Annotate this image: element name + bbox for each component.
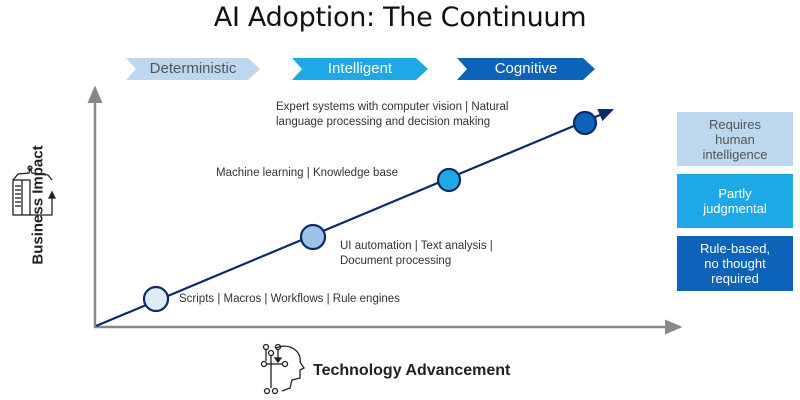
milestone-1-label: Scripts | Macros | Workflows | Rule engi… <box>179 293 400 305</box>
legend-requires-human-intelligence: Requires human intelligence <box>677 112 793 166</box>
brain-circuit-head-icon <box>260 343 305 395</box>
x-axis-label: Technology Advancement <box>313 362 511 379</box>
stage-cognitive: Cognitive <box>457 58 595 80</box>
legend-line: human <box>715 131 755 147</box>
legend-line: Requires <box>708 116 761 132</box>
chevron-shape-icon <box>292 58 428 80</box>
legend-line: intelligence <box>702 146 768 162</box>
milestone-4-marker <box>572 110 598 136</box>
chevron-shape-icon <box>126 58 260 80</box>
milestone-4-label-line1: Expert systems with computer vision | Na… <box>276 101 509 113</box>
legend-partly-judgmental: Partly judgmental <box>677 174 793 228</box>
stage-label: Intelligent <box>327 60 393 77</box>
diagram-title: AI Adoption: The Continuum <box>213 2 587 33</box>
milestone-2-label: UI automation | Text analysis | Document… <box>340 239 493 269</box>
building-growth-icon <box>12 165 57 216</box>
stage-deterministic: Deterministic <box>126 58 260 80</box>
stage-label: Cognitive <box>494 60 558 77</box>
milestone-3-label: Machine learning | Knowledge base <box>216 167 398 179</box>
milestone-2-label-line1: UI automation | Text analysis | <box>340 240 493 252</box>
milestone-1-marker <box>142 285 170 313</box>
chevron-shape-icon <box>457 58 595 80</box>
milestone-2-label-line2: Document processing <box>340 255 452 267</box>
legend-line: Partly <box>718 186 752 201</box>
milestone-4-label-line2: language processing and decision making <box>276 116 491 128</box>
stage-label: Deterministic <box>149 60 237 77</box>
legend-line: Rule-based, <box>699 241 771 256</box>
legend-line: no thought <box>704 256 766 271</box>
y-axis-label: Business Impact <box>29 145 47 265</box>
stage-intelligent: Intelligent <box>292 58 428 80</box>
legend-line: required <box>711 271 759 286</box>
milestone-2-marker <box>299 223 327 251</box>
trend-line <box>95 108 615 328</box>
milestone-3-marker <box>436 167 462 193</box>
legend-rule-based: Rule-based, no thought required <box>677 236 793 291</box>
milestone-4-label: Expert systems with computer vision | Na… <box>276 100 508 130</box>
legend-line: judgmental <box>703 201 767 216</box>
